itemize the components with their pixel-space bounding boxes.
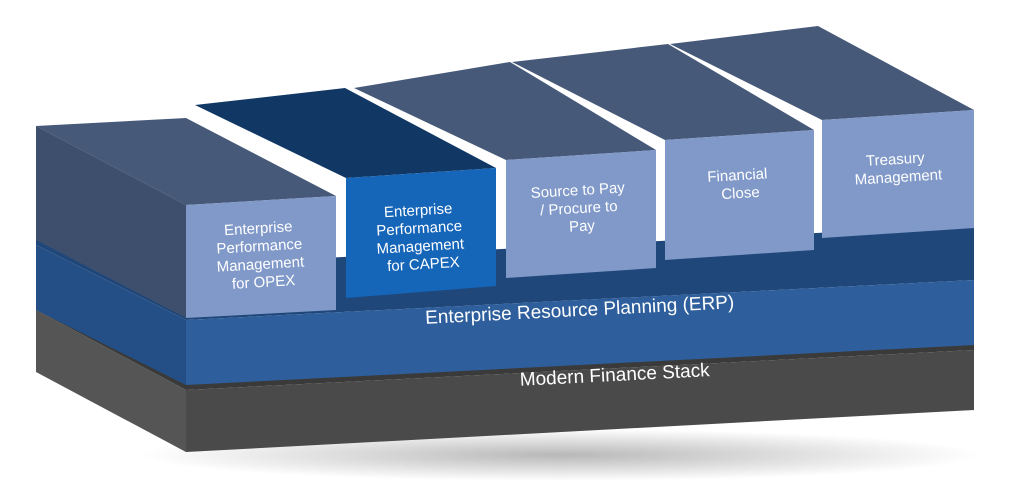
module-front-face — [506, 150, 656, 278]
module-top-face — [670, 26, 974, 120]
module-top-face — [512, 44, 814, 140]
module-label: Financial Close — [707, 165, 773, 204]
base-front-face — [186, 350, 974, 452]
module-label-line: Close — [721, 184, 760, 203]
module-financial-close: Financial Close — [512, 44, 814, 260]
module-label-line: for CAPEX — [387, 254, 460, 275]
module-source-to-pay: Source to Pay / Procure to Pay — [354, 62, 656, 278]
module-top-face — [354, 62, 656, 160]
module-side-face — [36, 126, 186, 318]
module-label-line: Treasury — [866, 149, 926, 169]
module-label-line: / Procure to — [540, 198, 618, 220]
module-front-face — [822, 110, 974, 238]
module-label-line: Enterprise — [224, 218, 293, 239]
module-label-line: Performance — [376, 218, 463, 240]
erp-front-face — [186, 280, 974, 385]
module-label: Source to Pay / Procure to Pay — [530, 179, 631, 238]
modules-row: Enterprise Performance Management for OP… — [36, 26, 974, 318]
module-epm-capex: Enterprise Performance Management for CA… — [195, 88, 496, 298]
module-top-face — [36, 118, 336, 205]
module-label-line: Enterprise — [384, 200, 453, 221]
base-side-face — [36, 310, 186, 452]
module-label-line: Performance — [216, 236, 303, 258]
module-label-line: Financial — [707, 165, 768, 186]
module-label-line: Source to Pay — [530, 179, 626, 202]
module-treasury-management: Treasury Management — [670, 26, 974, 238]
module-front-face — [665, 130, 814, 260]
module-label-line: for OPEX — [231, 272, 295, 293]
module-epm-opex: Enterprise Performance Management for OP… — [36, 118, 336, 318]
module-label-line: Management — [854, 166, 943, 188]
module-label-line: Management — [376, 235, 465, 257]
erp-side-face — [36, 245, 186, 385]
module-front-face — [346, 168, 496, 298]
module-label-line: Management — [216, 253, 305, 275]
module-front-face — [186, 196, 336, 318]
module-label: Treasury Management — [853, 148, 943, 188]
module-label-line: Pay — [569, 217, 596, 236]
module-top-face — [195, 88, 496, 178]
module-label: Enterprise Performance Management for OP… — [214, 217, 310, 293]
module-label: Enterprise Performance Management for CA… — [374, 199, 470, 275]
